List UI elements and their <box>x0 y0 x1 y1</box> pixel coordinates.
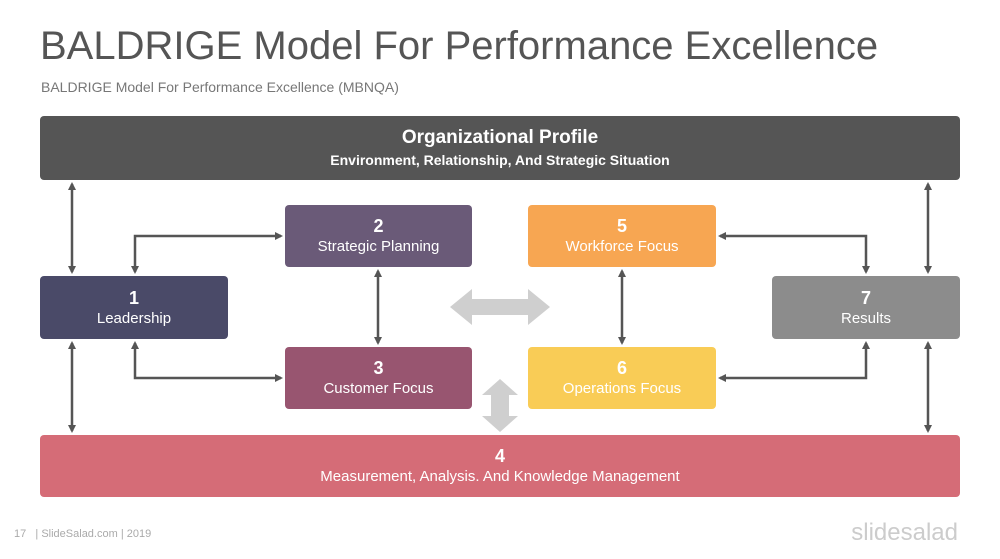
box-number: 3 <box>373 358 384 378</box>
footer-text: | SlideSalad.com | 2019 <box>35 528 152 540</box>
box-number: 4 <box>494 446 505 466</box>
results-box: 7 Results <box>772 276 960 339</box>
arrow-leadership-strategic <box>131 232 283 274</box>
slide-title: BALDRIGE Model For Performance Excellenc… <box>40 24 879 68</box>
box-label: Leadership <box>96 309 172 327</box>
organizational-profile-box: Organizational Profile Environment, Rela… <box>40 116 960 180</box>
measurement-box: 4 Measurement, Analysis. And Knowledge M… <box>40 435 960 497</box>
box-label: Customer Focus <box>323 380 434 397</box>
box-number: 6 <box>616 358 627 378</box>
arrow-results-workforce <box>718 232 870 274</box>
box-number: 5 <box>616 216 627 236</box>
box-number: 1 <box>128 287 139 308</box>
slide-subtitle: BALDRIGE Model For Performance Excellenc… <box>41 79 399 95</box>
box-label: Operations Focus <box>562 380 682 397</box>
arrow-results-operations <box>718 341 870 382</box>
profile-subheading: Environment, Relationship, And Strategic… <box>330 152 670 168</box>
arrow-leadership-customer <box>131 341 283 382</box>
box-label: Results <box>840 309 892 327</box>
box-label: Strategic Planning <box>317 238 440 255</box>
center-horizontal-arrow <box>450 289 550 325</box>
leadership-box: 1 Leadership <box>40 276 228 339</box>
customer-focus-box: 3 Customer Focus <box>285 347 472 409</box>
brand-logo: slidesalad <box>851 519 958 546</box>
box-number: 7 <box>860 287 871 308</box>
operations-focus-box: 6 Operations Focus <box>528 347 716 409</box>
center-vertical-arrow <box>482 379 518 432</box>
box-label: Measurement, Analysis. And Knowledge Man… <box>320 468 680 485</box>
workforce-focus-box: 5 Workforce Focus <box>528 205 716 267</box>
strategic-planning-box: 2 Strategic Planning <box>285 205 472 267</box>
profile-heading: Organizational Profile <box>401 127 599 148</box>
page-number: 17 <box>14 528 27 540</box>
box-label: Workforce Focus <box>565 238 679 255</box>
footer: 17 | SlideSalad.com | 2019 <box>14 528 151 540</box>
box-number: 2 <box>373 216 384 236</box>
